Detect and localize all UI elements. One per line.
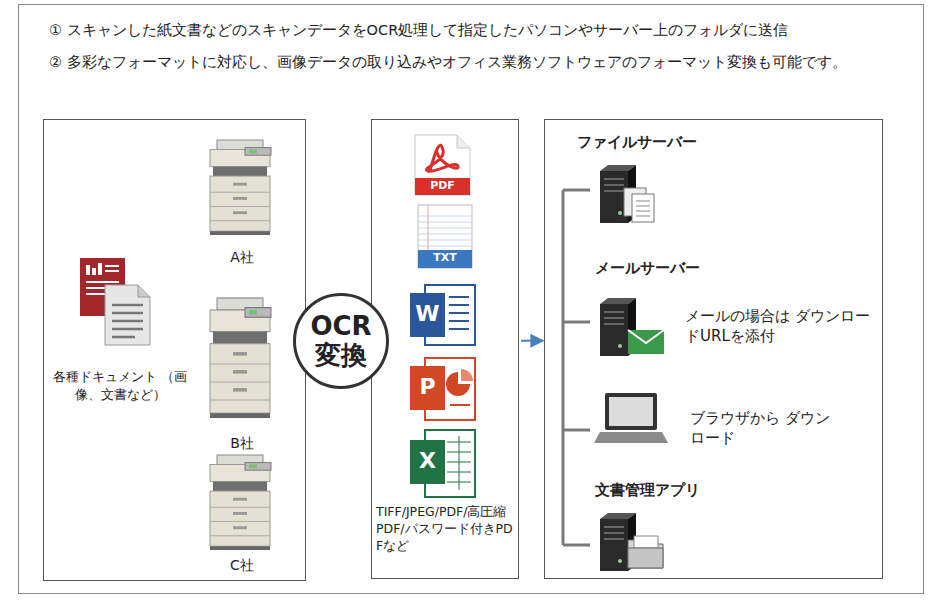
ocr-label: OCR 変換 bbox=[301, 312, 381, 369]
txt-icon bbox=[418, 205, 472, 268]
format-note: TIFF/JPEG/PDF/高圧縮PDF/パスワード付きPDFなど bbox=[376, 504, 513, 555]
destination-panel: ファイルサーバーメールサーバーメールの場合は ダウンロードURLを添付ブラウザか… bbox=[544, 119, 883, 579]
word-icon bbox=[410, 285, 475, 345]
source-panel: 各種ドキュメント （画像、文書など） A社 B社 C社 bbox=[43, 119, 306, 581]
note-line: ① スキャンした紙文書などのスキャンデータをOCR処理して指定したパソコンやサー… bbox=[49, 21, 918, 41]
document-icon bbox=[80, 258, 150, 345]
mfp-b bbox=[210, 298, 271, 418]
bracket bbox=[563, 190, 590, 545]
company-label: B社 bbox=[212, 434, 272, 453]
server-heading: ファイルサーバー bbox=[577, 132, 747, 152]
word-label: W bbox=[410, 301, 445, 327]
company-label: A社 bbox=[212, 248, 272, 267]
excel-label: X bbox=[410, 448, 445, 474]
document-label: 各種ドキュメント （画像、文書など） bbox=[50, 368, 190, 403]
excel-icon bbox=[410, 430, 475, 497]
file-server-icon bbox=[600, 165, 654, 223]
note-line: ② 多彩なフォーマットに対応し、画像データの取り込みやオフィス業務ソフトウェアの… bbox=[49, 53, 858, 73]
powerpoint-label: P bbox=[410, 374, 445, 400]
mail-server-icon bbox=[600, 298, 664, 356]
ocr-circle: OCR 変換 bbox=[293, 293, 389, 389]
mfp-c bbox=[210, 455, 271, 550]
laptop-icon bbox=[594, 393, 668, 443]
mfp-a bbox=[210, 140, 271, 235]
pdf-icon bbox=[415, 135, 470, 195]
pdf-label: PDF bbox=[415, 179, 470, 192]
flow-arrow bbox=[521, 340, 543, 342]
mail-note: メールの場合は ダウンロードURLを添付 bbox=[685, 306, 870, 347]
browser-note: ブラウザから ダウンロード bbox=[690, 408, 830, 449]
txt-label: TXT bbox=[418, 251, 472, 264]
powerpoint-icon bbox=[410, 358, 475, 420]
company-label: C社 bbox=[212, 556, 272, 575]
server-heading: 文書管理アプリ bbox=[595, 480, 755, 500]
document-server-icon bbox=[600, 513, 663, 571]
server-heading: メールサーバー bbox=[595, 258, 755, 278]
outer-frame: ① スキャンした紙文書などのスキャンデータをOCR処理して指定したパソコンやサー… bbox=[18, 4, 924, 594]
